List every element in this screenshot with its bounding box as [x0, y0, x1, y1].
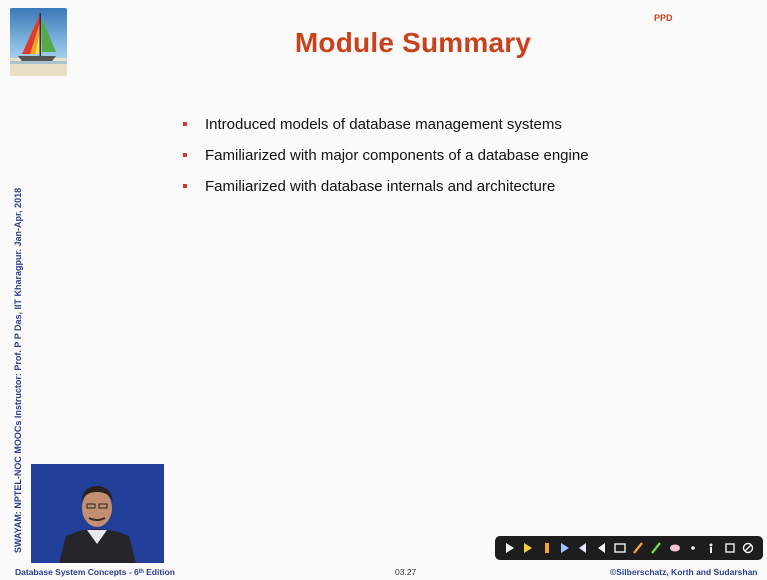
close-icon[interactable]	[741, 541, 755, 555]
annotation-toolbar[interactable]	[495, 536, 763, 560]
bullet-item: Familiarized with database internals and…	[183, 171, 589, 202]
marker-icon[interactable]	[558, 541, 572, 555]
top-right-tag: PPD	[654, 13, 673, 23]
eraser-icon[interactable]	[595, 541, 609, 555]
dot-icon[interactable]	[686, 541, 700, 555]
bullet-list: Introduced models of database management…	[183, 109, 589, 202]
sailboat-logo	[10, 8, 67, 76]
course-sidebar-text: SWAYAM: NPTEL-NOC MOOCs Instructor: Prof…	[13, 187, 23, 553]
pen-icon[interactable]	[521, 541, 535, 555]
record-icon[interactable]	[723, 541, 737, 555]
footer-page-number: 03.27	[395, 567, 417, 577]
rubber-icon[interactable]	[668, 541, 682, 555]
footer-book-title: Database System Concepts - 6ᵗʰ Edition	[15, 567, 175, 577]
slide-title: Module Summary	[294, 27, 532, 58]
footer-copyright: ©Silberschatz, Korth and Sudarshan	[610, 567, 758, 577]
pencil-green-icon[interactable]	[649, 541, 663, 555]
screen-icon[interactable]	[613, 541, 627, 555]
highlighter-icon[interactable]	[540, 541, 554, 555]
bullet-item: Introduced models of database management…	[183, 109, 589, 140]
instructor-video	[31, 464, 164, 563]
pen-blue-icon[interactable]	[576, 541, 590, 555]
bullet-item: Familiarized with major components of a …	[183, 140, 589, 171]
pointer-icon[interactable]	[503, 541, 517, 555]
laser-icon[interactable]	[704, 541, 718, 555]
pencil-orange-icon[interactable]	[631, 541, 645, 555]
